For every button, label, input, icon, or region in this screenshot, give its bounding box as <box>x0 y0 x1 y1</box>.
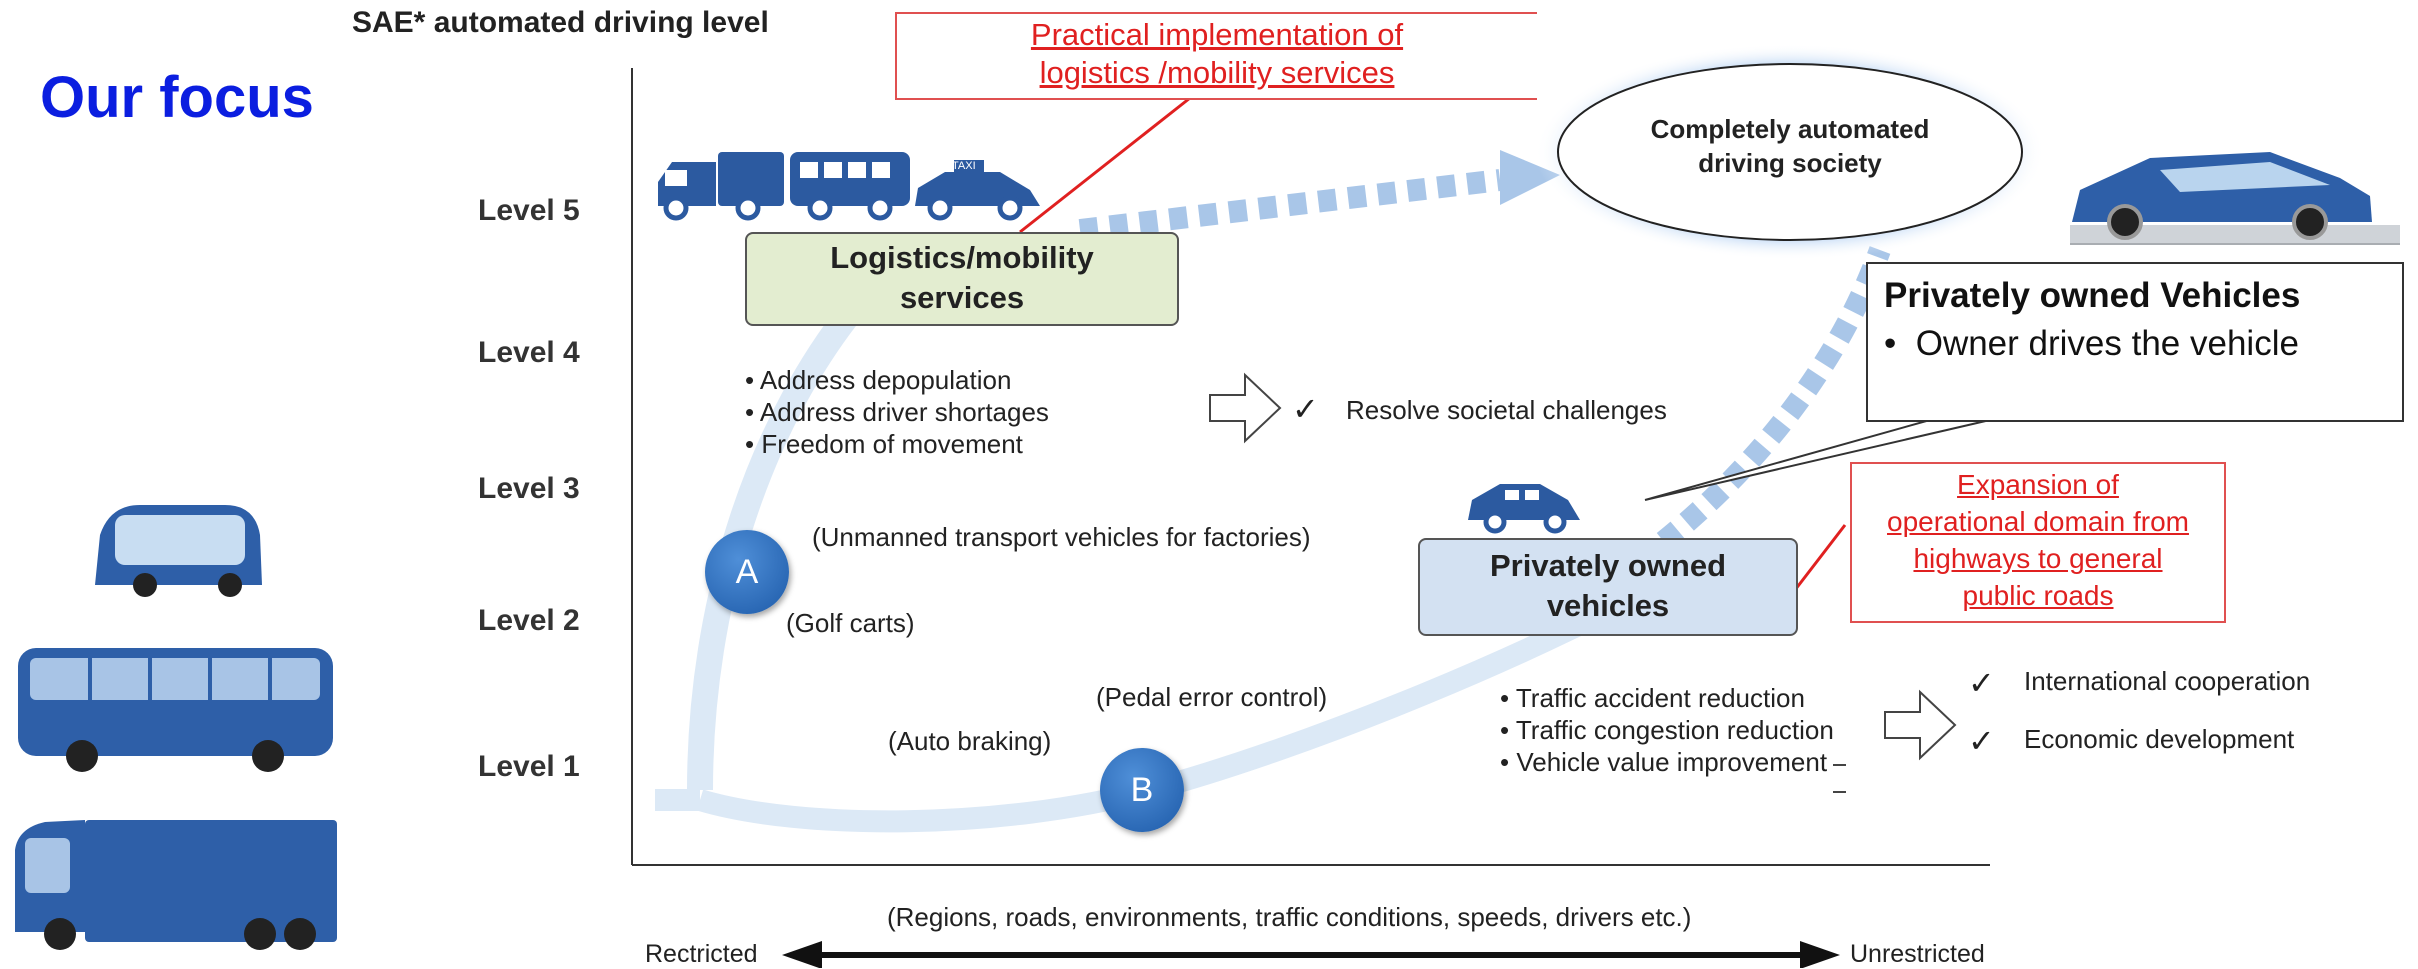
unrestricted-label: Unrestricted <box>1850 940 1985 968</box>
level-5-label: Level 5 <box>478 194 580 227</box>
automated-car-image <box>2070 152 2400 245</box>
bullet-dot: • <box>1500 715 1510 745</box>
level-1-label: Level 1 <box>478 750 580 783</box>
bullet-text: Traffic accident reduction <box>1515 683 1805 713</box>
private-callout-bullet: • Owner drives the vehicle <box>1884 324 2299 364</box>
private-bullet-item: • Vehicle value improvement <box>1500 746 1834 778</box>
bus-icon <box>790 152 910 221</box>
path-a-curve <box>687 291 870 791</box>
expansion-line-4: public roads <box>1962 580 2114 611</box>
private-car-icon <box>1468 484 1580 534</box>
private-vehicles-callout: Privately owned Vehicles • Owner drives … <box>1866 262 2404 422</box>
society-line-1: Completely automated <box>1650 114 1930 144</box>
logistics-services-box: Logistics/mobility services <box>745 232 1179 326</box>
expansion-line-1: Expansion of <box>1957 469 2119 500</box>
bullet-dot: • <box>1500 747 1510 777</box>
range-arrow-right-head <box>1800 941 1840 968</box>
circle-a: A <box>705 530 789 614</box>
check-mark-icon: ✓ <box>1292 391 1319 427</box>
circle-b: B <box>1100 748 1184 832</box>
bullet-text: Freedom of movement <box>761 429 1023 459</box>
truck-icon <box>658 152 784 221</box>
logistics-bullet-item: • Address driver shortages <box>745 396 1049 428</box>
bullet-dot: • <box>745 365 755 395</box>
expansion-callout-leader <box>1793 524 1847 591</box>
level-2-label: Level 2 <box>478 604 580 637</box>
bullet-text: Vehicle value improvement <box>1516 747 1828 777</box>
bullet-dot: • <box>1500 683 1510 713</box>
unmanned-annotation: (Unmanned transport vehicles for factori… <box>812 522 1311 552</box>
hollow-arrow-upper <box>1209 372 1282 444</box>
big-bus-image <box>18 648 333 772</box>
logistics-line-2: services <box>899 280 1025 315</box>
society-ellipse-text: Completely automated driving society <box>1590 112 1990 180</box>
bullet-dot: • <box>745 429 755 459</box>
auto-braking-annotation: (Auto braking) <box>888 726 1052 756</box>
society-ellipse <box>1557 63 2023 241</box>
pedal-error-annotation: (Pedal error control) <box>1096 682 1328 712</box>
our-focus-title: Our focus <box>40 65 314 130</box>
dashed-arrowhead <box>1500 150 1560 205</box>
private-box-line-2: vehicles <box>1546 588 1670 623</box>
privately-owned-box: Privately owned vehicles <box>1418 538 1798 636</box>
callout-line-1: Practical implementation of <box>1030 17 1404 52</box>
private-bullet-item: • Traffic congestion reduction <box>1500 714 1834 746</box>
bullet-dot: • <box>1884 324 1897 363</box>
taxi-sign-text: TAXI <box>952 160 976 172</box>
restricted-label: Rectricted <box>645 940 758 968</box>
logistics-bullets: • Address depopulation • Address driver … <box>745 364 1049 460</box>
check-mark-icon: ✓ <box>1968 723 1995 759</box>
outcome-international: International cooperation <box>2024 666 2311 696</box>
private-callout-title: Privately owned Vehicles <box>1884 276 2301 315</box>
bullet-text: Address driver shortages <box>759 397 1049 427</box>
hollow-arrow-lower <box>1884 689 1957 761</box>
logistics-bullet-item: • Address depopulation <box>745 364 1049 396</box>
private-bullet-item: • Traffic accident reduction <box>1500 682 1834 714</box>
golf-carts-annotation: (Golf carts) <box>786 608 915 638</box>
autonomous-pod-image <box>95 505 262 597</box>
level-4-label: Level 4 <box>478 336 580 369</box>
big-truck-image <box>15 820 337 950</box>
bullet-text: Traffic congestion reduction <box>1515 715 1834 745</box>
taxi-icon <box>915 160 1040 221</box>
check-mark-icon: ✓ <box>1968 665 1995 701</box>
y-axis-title: SAE* automated driving level <box>352 6 769 39</box>
private-callout-bullet-text: Owner drives the vehicle <box>1915 324 2299 363</box>
private-bullets: • Traffic accident reduction • Traffic c… <box>1500 682 1834 778</box>
top-callout-leader <box>1019 96 1191 234</box>
expansion-callout: Expansion of operational domain from hig… <box>1850 462 2226 623</box>
expansion-line-2: operational domain from <box>1887 506 2189 537</box>
practical-implementation-callout: Practical implementation of logistics /m… <box>895 12 1537 100</box>
conditions-label: (Regions, roads, environments, traffic c… <box>887 902 1692 932</box>
logistics-line-1: Logistics/mobility <box>830 240 1094 275</box>
range-arrow-left-head <box>782 941 822 968</box>
bullet-dot: • <box>745 397 755 427</box>
resolve-societal-text: Resolve societal challenges <box>1346 395 1667 425</box>
outcome-economic: Economic development <box>2024 724 2295 754</box>
bullet-text: Address depopulation <box>759 365 1012 395</box>
society-line-2: driving society <box>1698 148 1882 178</box>
callout-line-2: logistics /mobility services <box>1039 55 1395 90</box>
private-box-line-1: Privately owned <box>1489 548 1727 583</box>
dashed-path-upper <box>1078 169 1502 241</box>
level-3-label: Level 3 <box>478 472 580 505</box>
logistics-bullet-item: • Freedom of movement <box>745 428 1049 460</box>
dashed-path-right <box>1633 246 1891 569</box>
expansion-line-3: highways to general <box>1913 543 2163 574</box>
